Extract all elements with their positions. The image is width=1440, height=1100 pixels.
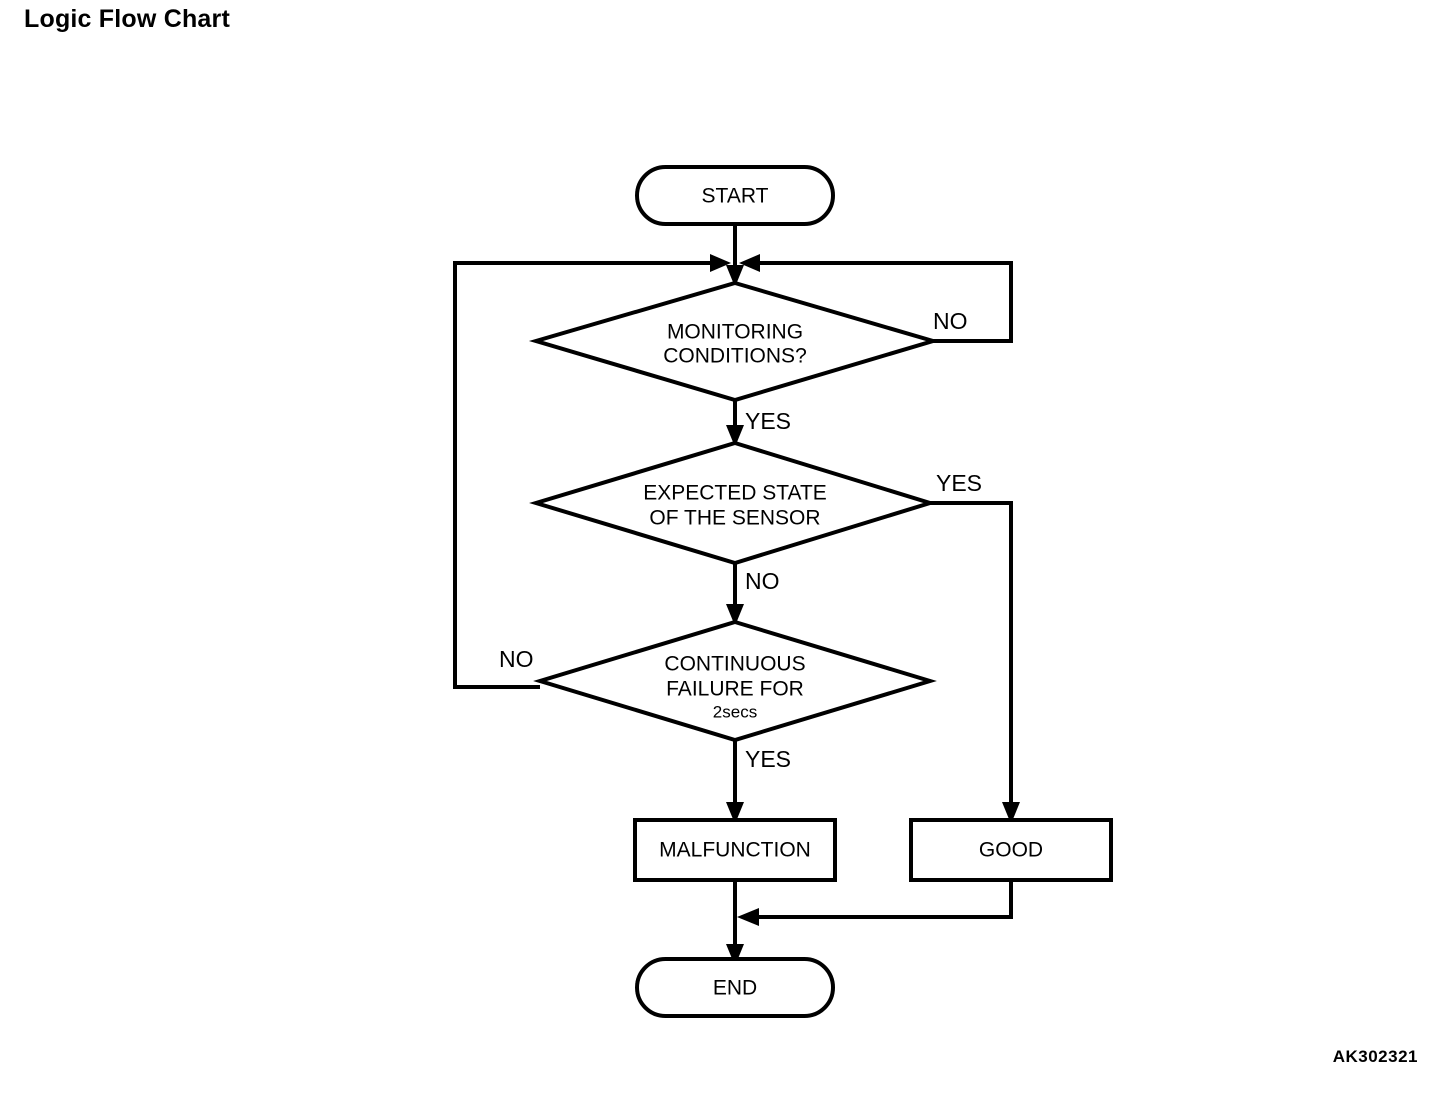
node-continuous-label-line2: FAILURE FOR [666, 678, 804, 701]
node-expected-label-line2: OF THE SENSOR [649, 507, 820, 530]
edge-label-expected-yes: YES [936, 470, 982, 496]
node-monitoring-label-line1: MONITORING [667, 321, 803, 344]
edge-monitoring-no-loopback [748, 261, 1013, 343]
node-continuous-label-line3: 2secs [713, 702, 757, 721]
page-title: Logic Flow Chart [24, 5, 230, 33]
edge-good-to-merge [748, 880, 1013, 919]
arrow-into-end [726, 944, 744, 966]
node-start [635, 165, 835, 226]
arrow-into-good [1002, 802, 1020, 824]
node-malfunction [633, 818, 837, 882]
node-end [635, 957, 835, 1018]
arrow-merge-into-end-line [737, 908, 759, 926]
edge-label-expected-no: NO [745, 568, 780, 594]
edge-label-continuous-yes: YES [745, 746, 791, 772]
arrow-loopback-left-into-junction [710, 254, 731, 272]
node-monitoring-label-line2: CONDITIONS? [663, 345, 807, 368]
edge-continuous-no-loopback [453, 261, 722, 689]
node-expected-state [529, 440, 937, 566]
arrow-into-continuous [726, 604, 744, 626]
node-expected-label-line1: EXPECTED STATE [643, 482, 827, 505]
node-continuous-label-line1: CONTINUOUS [664, 653, 805, 676]
edge-label-monitoring-no: NO [933, 308, 968, 334]
arrow-into-expected [726, 425, 744, 447]
arrow-loopback-right-into-junction [739, 254, 760, 272]
arrow-into-monitoring [726, 265, 744, 287]
node-good [909, 818, 1113, 882]
node-end-label: END [713, 977, 757, 1000]
node-continuous-failure [533, 619, 937, 743]
node-start-label: START [702, 185, 769, 208]
node-good-label: GOOD [979, 839, 1043, 862]
edge-label-continuous-no: NO [499, 646, 534, 672]
edge-label-monitoring-yes: YES [745, 408, 791, 434]
arrow-into-malfunction [726, 802, 744, 824]
figure-code: AK302321 [1332, 1047, 1418, 1066]
edge-expected-yes-to-good [930, 501, 1013, 813]
node-malfunction-label: MALFUNCTION [659, 839, 811, 862]
node-monitoring-conditions [528, 280, 941, 403]
